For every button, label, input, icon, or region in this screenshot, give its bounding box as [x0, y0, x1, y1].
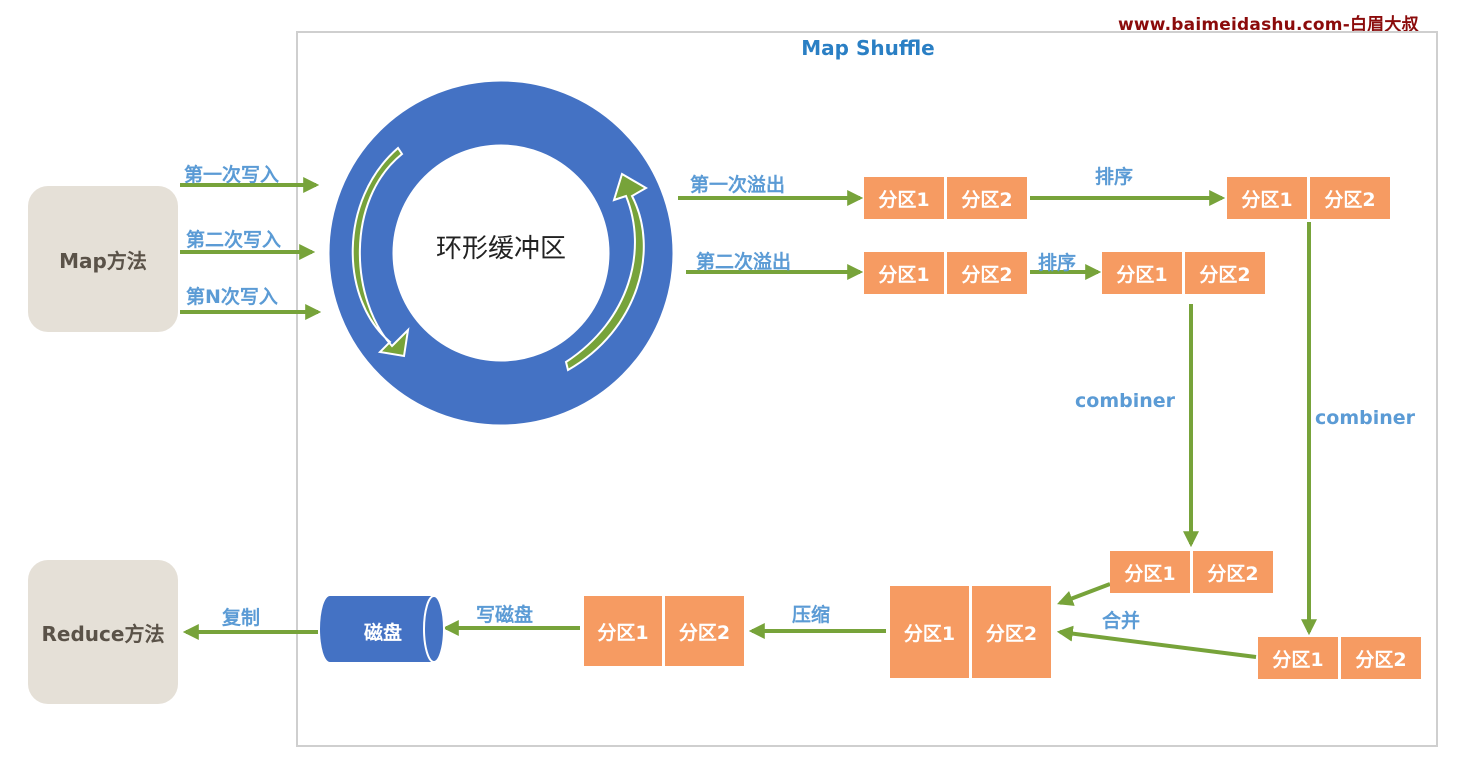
partition-cell: 分区1	[864, 252, 944, 294]
partition-cell: 分区2	[947, 252, 1027, 294]
partition-cell: 分区1	[1110, 551, 1190, 593]
combiner-label-left: combiner	[1075, 390, 1176, 412]
sort-label-1: 排序	[1095, 166, 1134, 188]
spill1-partitions: 分区1 分区2	[864, 177, 1027, 219]
write-label-1: 第一次写入	[184, 164, 280, 186]
partition-cell: 分区1	[1102, 252, 1182, 294]
ring-buffer	[329, 81, 673, 425]
merge-arrow-lower	[1056, 625, 1257, 659]
write-label-2: 第二次写入	[186, 229, 282, 251]
compressed-partitions: 分区1 分区2	[584, 596, 744, 666]
map-method-label: Map方法	[59, 248, 147, 273]
map-method-box: Map方法	[28, 186, 178, 332]
merged-partitions: 分区1 分区2	[890, 586, 1051, 678]
partition-cell: 分区2	[1185, 252, 1265, 294]
ring-cycle-arrow-right	[564, 172, 648, 372]
partition-cell: 分区2	[1341, 637, 1421, 679]
partition-cell: 分区1	[1227, 177, 1307, 219]
reduce-method-label: Reduce方法	[41, 621, 165, 646]
write-disk-label: 写磁盘	[476, 604, 534, 626]
partition-cell: 分区2	[947, 177, 1027, 219]
partition-cell: 分区2	[972, 586, 1051, 678]
partition-cell: 分区1	[864, 177, 944, 219]
write-label-n: 第N次写入	[186, 286, 278, 308]
combined2-partitions: 分区1 分区2	[1110, 551, 1273, 593]
partition-cell: 分区2	[1310, 177, 1390, 219]
partition-cell: 分区1	[584, 596, 662, 666]
ring-cycle-arrow-left	[351, 146, 410, 358]
reduce-method-box: Reduce方法	[28, 560, 178, 704]
combiner-label-right: combiner	[1315, 407, 1416, 429]
partition-cell: 分区2	[665, 596, 744, 666]
partition-cell: 分区1	[890, 586, 969, 678]
merge-arrow-upper	[1057, 582, 1111, 606]
copy-label: 复制	[222, 607, 261, 629]
spill-label-1: 第一次溢出	[690, 174, 786, 196]
disk-label: 磁盘	[363, 622, 402, 644]
combined1-partitions: 分区1 分区2	[1258, 637, 1421, 679]
diagram-title: Map Shuffle	[801, 36, 935, 60]
sorted2-partitions: 分区1 分区2	[1102, 252, 1265, 294]
ring-buffer-label: 环形缓冲区	[435, 234, 566, 264]
compress-label: 压缩	[792, 604, 831, 626]
spill2-partitions: 分区1 分区2	[864, 252, 1027, 294]
partition-cell: 分区2	[1193, 551, 1273, 593]
partition-cell: 分区1	[1258, 637, 1338, 679]
disk-cylinder	[320, 595, 445, 663]
map-shuffle-frame	[296, 31, 1438, 747]
sort-label-2: 排序	[1038, 252, 1077, 274]
sorted1-partitions: 分区1 分区2	[1227, 177, 1390, 219]
spill-label-2: 第二次溢出	[696, 251, 792, 273]
watermark: www.baimeidashu.com-白眉大叔	[1118, 15, 1419, 35]
merge-label: 合并	[1102, 610, 1141, 632]
